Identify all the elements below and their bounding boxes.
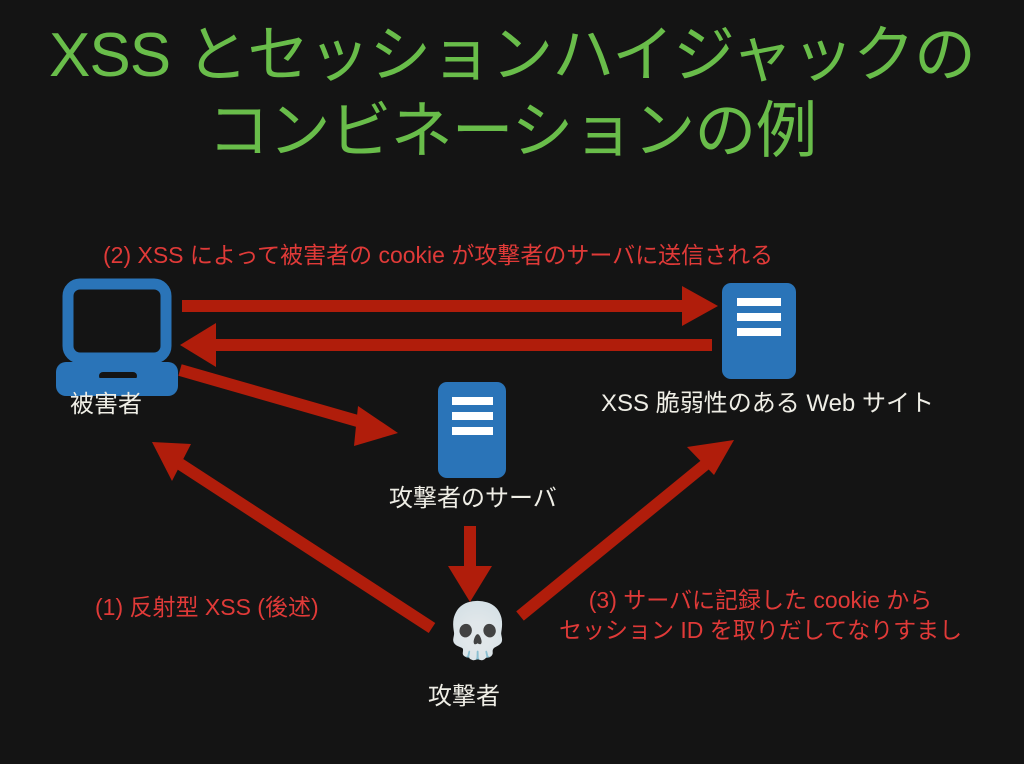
desktop-computer-icon — [56, 278, 178, 396]
arrow-website-to-victim — [180, 323, 712, 367]
node-label-attacker: 攻撃者 — [428, 683, 500, 710]
arrow-attacker-server-to-attacker — [448, 526, 492, 602]
title-line-2: コンビネーションの例 — [207, 97, 818, 166]
skull-icon: 💀 — [444, 601, 512, 661]
arrow-attacker-to-victim — [152, 442, 436, 634]
node-label-victim: 被害者 — [70, 391, 142, 418]
arrow-victim-to-website — [182, 286, 718, 326]
caption-step-3-line-2: セッション ID を取りだしてなりすまし — [559, 617, 963, 643]
title-line-1: XSS とセッションハイジャックの — [49, 21, 976, 90]
page-title: XSS とセッションハイジャックの コンビネーションの例 — [0, 18, 1024, 170]
caption-step-2: (2) XSS によって被害者の cookie が攻撃者のサーバに送信される — [103, 242, 774, 268]
arrow-attacker-to-website — [516, 440, 734, 621]
node-label-website: XSS 脆弱性のある Web サイト — [601, 390, 934, 417]
caption-step-1: (1) 反射型 XSS (後述) — [95, 594, 319, 620]
server-icon-website — [722, 283, 796, 379]
arrow-victim-to-attacker-server — [178, 364, 398, 446]
caption-step-3-line-1: (3) サーバに記録した cookie から — [588, 587, 933, 613]
caption-step-3: (3) サーバに記録した cookie から セッション ID を取りだしてなり… — [559, 585, 962, 645]
node-label-attacker-server: 攻撃者のサーバ — [389, 485, 557, 512]
server-icon-attacker — [438, 382, 506, 478]
